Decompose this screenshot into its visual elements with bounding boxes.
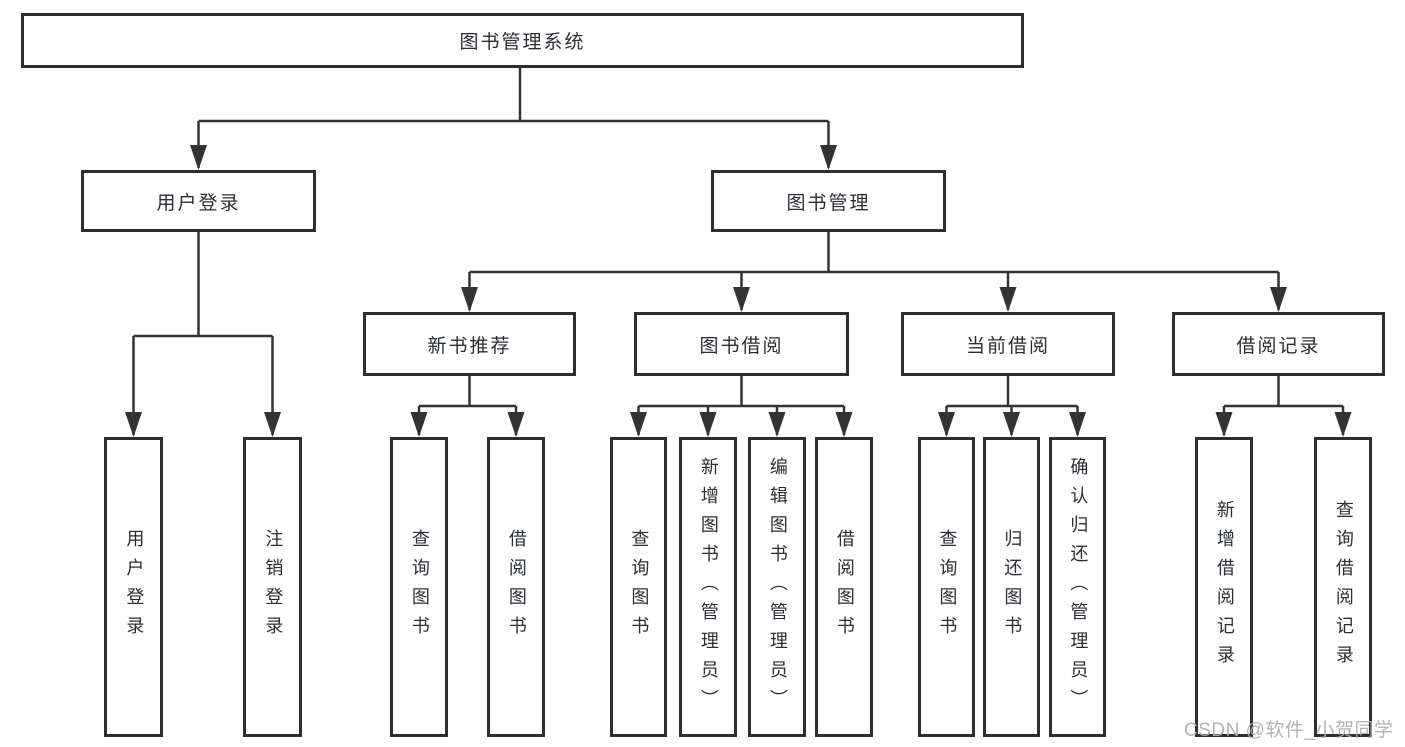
leaf-query-books-2: 查询图书 bbox=[610, 437, 667, 737]
node-label: 新增图书（管理员） bbox=[698, 456, 719, 718]
node-label: 借阅图书 bbox=[834, 529, 855, 645]
connector-borrowing bbox=[637, 376, 846, 435]
leaf-query-books-3: 查询图书 bbox=[918, 437, 975, 737]
node-root: 图书管理系统 bbox=[21, 13, 1024, 68]
csdn-watermark: CSDN @软件_小贺同学 bbox=[1184, 720, 1394, 741]
node-label: 查询图书 bbox=[629, 529, 650, 645]
node-label: 确认归还（管理员） bbox=[1068, 456, 1089, 718]
node-book-management-branch: 图书管理 bbox=[711, 170, 946, 232]
node-label: 借阅图书 bbox=[506, 529, 527, 645]
node-borrow-records: 借阅记录 bbox=[1172, 312, 1385, 376]
node-user-login-branch: 用户登录 bbox=[81, 170, 316, 232]
leaf-logout: 注销登录 bbox=[243, 437, 302, 737]
node-label: 归还图书 bbox=[1002, 529, 1023, 645]
node-root-label: 图书管理系统 bbox=[459, 32, 586, 53]
node-label: 查询图书 bbox=[409, 529, 430, 645]
connector-new-books bbox=[417, 376, 518, 435]
leaf-edit-books-admin: 编辑图书（管理员） bbox=[748, 437, 806, 737]
leaf-return-books: 归还图书 bbox=[983, 437, 1040, 737]
leaf-confirm-return-admin: 确认归还（管理员） bbox=[1049, 437, 1106, 737]
connector-records bbox=[1222, 376, 1345, 435]
arrowheads bbox=[125, 145, 1352, 437]
node-label: 用户登录 bbox=[124, 529, 145, 645]
node-new-book-recommend: 新书推荐 bbox=[363, 312, 576, 376]
leaf-query-borrow-record: 查询借阅记录 bbox=[1314, 437, 1372, 737]
leaf-query-books-1: 查询图书 bbox=[390, 437, 448, 737]
node-label: 编辑图书（管理员） bbox=[767, 456, 788, 718]
node-label: 新增借阅记录 bbox=[1214, 500, 1235, 674]
leaf-add-books-admin: 新增图书（管理员） bbox=[679, 437, 737, 737]
node-label: 当前借阅 bbox=[965, 335, 1050, 357]
node-book-borrowing: 图书借阅 bbox=[634, 312, 849, 376]
node-label: 图书借阅 bbox=[699, 335, 784, 357]
node-label: 查询图书 bbox=[937, 529, 958, 645]
node-label: 注销登录 bbox=[263, 529, 284, 645]
node-label: 图书管理 bbox=[786, 192, 871, 214]
connector-user-login bbox=[132, 232, 274, 435]
connector-root bbox=[197, 68, 830, 168]
node-label: 查询借阅记录 bbox=[1333, 500, 1354, 674]
leaf-borrow-books-1: 借阅图书 bbox=[487, 437, 545, 737]
node-label: 新书推荐 bbox=[427, 335, 512, 357]
leaf-add-borrow-record: 新增借阅记录 bbox=[1195, 437, 1253, 737]
node-label: 用户登录 bbox=[156, 192, 241, 214]
leaf-user-login: 用户登录 bbox=[104, 437, 163, 737]
leaf-borrow-books-2: 借阅图书 bbox=[815, 437, 873, 737]
connector-book-mgmt bbox=[468, 232, 1280, 310]
node-current-borrowing: 当前借阅 bbox=[901, 312, 1115, 376]
node-label: 借阅记录 bbox=[1236, 335, 1321, 357]
